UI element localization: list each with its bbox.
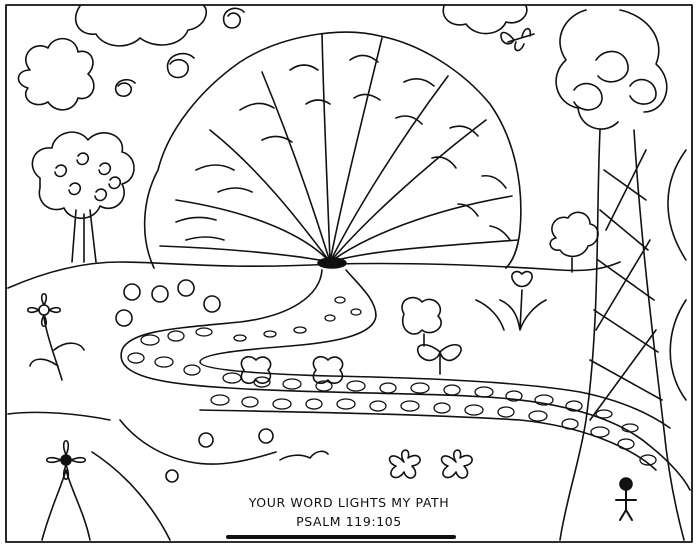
page-border — [5, 4, 693, 543]
butterfly — [418, 345, 461, 374]
spiral — [224, 8, 244, 28]
small-flowers-row — [116, 280, 220, 326]
spiral — [116, 80, 135, 97]
cloud-top-left — [76, 6, 207, 46]
sun — [318, 258, 346, 268]
cloud-left — [18, 39, 93, 110]
tall-tree — [556, 10, 686, 540]
dragonfly — [501, 29, 534, 51]
spiral — [167, 54, 194, 78]
caption-verse: YOUR WORD LIGHTS MY PATH — [248, 495, 450, 510]
ground-line — [92, 452, 170, 540]
flower-bottom-left — [42, 441, 90, 540]
sunrise-fan — [145, 32, 521, 268]
flower-left — [28, 294, 84, 380]
caption-reference: PSALM 119:105 — [296, 514, 402, 529]
cloud-top-right — [443, 6, 527, 34]
bush — [550, 212, 598, 272]
clover-left — [241, 357, 342, 384]
home-indicator-bar[interactable] — [226, 535, 456, 539]
flower-bush-center — [402, 298, 441, 346]
child-figure — [616, 478, 636, 520]
tulips — [476, 272, 546, 330]
horizon — [8, 262, 620, 288]
flowers-bottom-center — [390, 450, 473, 478]
ground-line — [8, 412, 110, 420]
vine-flowers — [120, 420, 328, 482]
swirl-tree — [32, 132, 134, 262]
winding-path — [121, 270, 690, 490]
